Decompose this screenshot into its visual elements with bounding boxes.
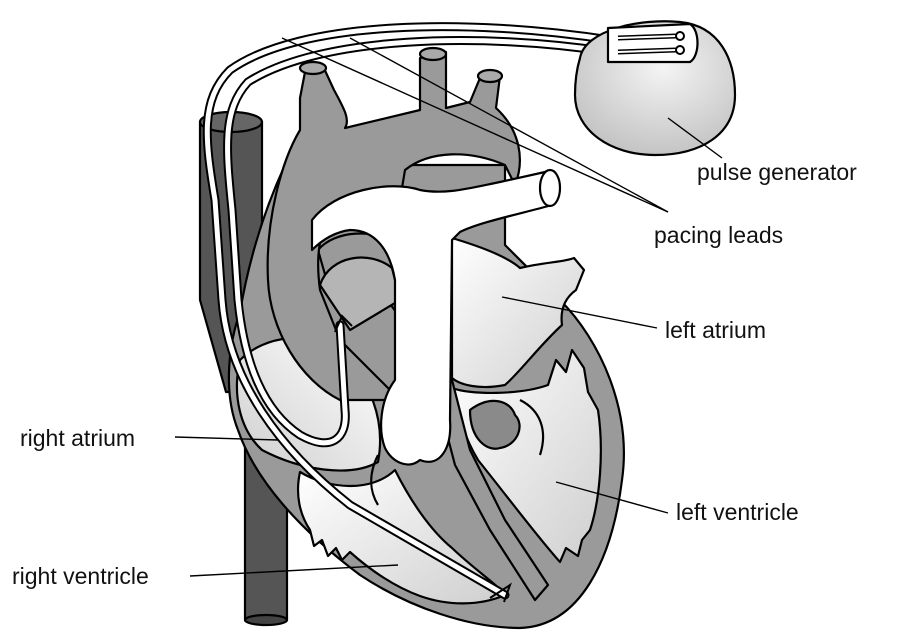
label-left-ventricle: left ventricle — [676, 499, 799, 525]
label-pacing-leads: pacing leads — [654, 222, 783, 248]
lead-connector-block — [608, 24, 698, 62]
label-left-atrium: left atrium — [665, 317, 766, 343]
label-right-ventricle: right ventricle — [12, 563, 149, 589]
pulse-generator-device — [575, 21, 735, 155]
label-pulse-generator: pulse generator — [697, 159, 857, 185]
label-right-atrium: right atrium — [20, 425, 135, 451]
